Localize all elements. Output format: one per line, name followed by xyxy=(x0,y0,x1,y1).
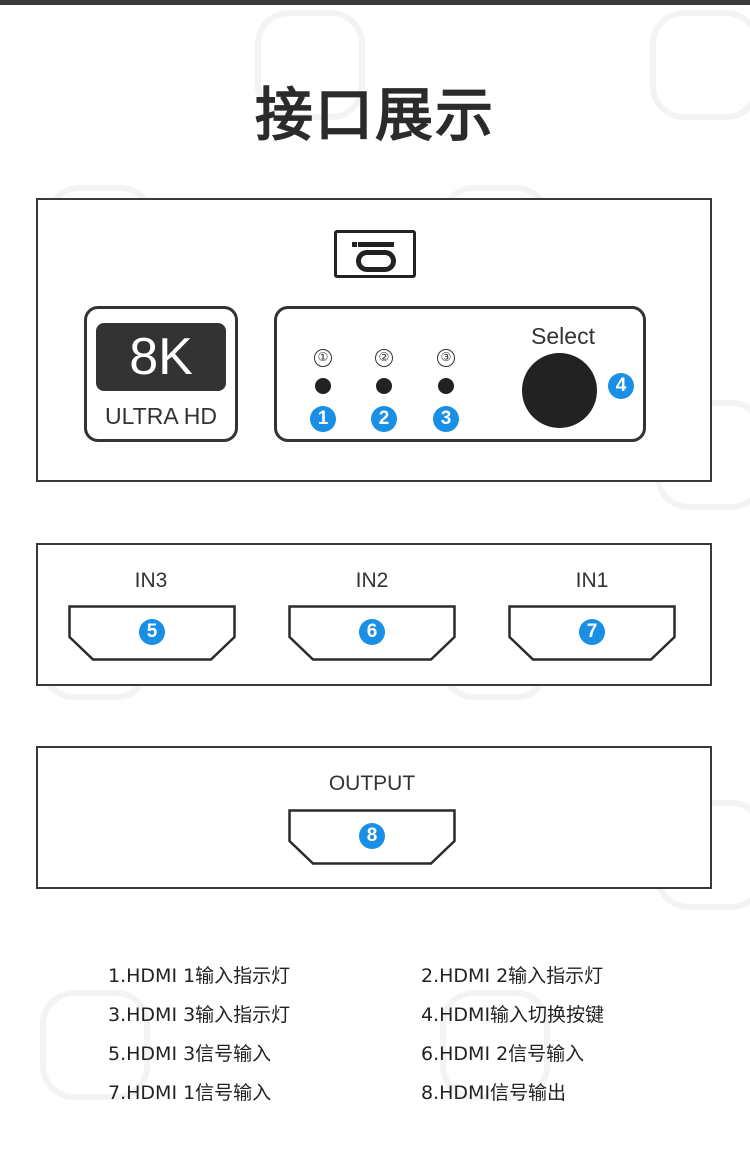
badge-ultra-hd-text: ULTRA HD xyxy=(104,403,218,429)
brand-logo-icon xyxy=(334,230,416,278)
marker-2: 2 xyxy=(371,406,397,432)
8k-ultra-hd-badge: 8K ULTRA HD xyxy=(84,306,238,442)
port-label-in1: IN1 xyxy=(575,569,609,592)
hdmi-port-in3: 5 xyxy=(68,605,236,661)
legend-item: 1.HDMI 1输入指示灯 xyxy=(108,965,291,987)
watermark-logo xyxy=(40,990,150,1100)
led-indicator-1 xyxy=(315,378,331,394)
legend-item: 6.HDMI 2信号输入 xyxy=(421,1043,585,1065)
select-button[interactable] xyxy=(522,353,597,428)
legend-item: 2.HDMI 2输入指示灯 xyxy=(421,965,604,987)
output-panel: OUTPUT 8 xyxy=(36,746,712,889)
hdmi-port-in1: 7 xyxy=(508,605,676,661)
led-indicator-2 xyxy=(376,378,392,394)
marker-4: 4 xyxy=(608,373,634,399)
hdmi-port-output: 8 xyxy=(288,809,456,865)
port-label-in3: IN3 xyxy=(134,569,168,592)
led-2-number: ② xyxy=(375,349,393,367)
led-indicator-3 xyxy=(438,378,454,394)
input-panel: IN3 5 IN2 6 IN1 7 xyxy=(36,543,712,686)
marker-3: 3 xyxy=(433,406,459,432)
watermark-logo xyxy=(440,990,550,1100)
port-label-output: OUTPUT xyxy=(328,772,416,795)
led-3-number: ③ xyxy=(437,349,455,367)
marker-6: 6 xyxy=(359,619,385,645)
front-panel: 8K ULTRA HD ① 1 ② 2 ③ 3 Select 4 xyxy=(36,198,712,482)
legend-item: 4.HDMI输入切换按键 xyxy=(421,1004,605,1026)
marker-1: 1 xyxy=(310,406,336,432)
marker-7: 7 xyxy=(579,619,605,645)
led-1-number: ① xyxy=(314,349,332,367)
legend-item: 7.HDMI 1信号输入 xyxy=(108,1082,272,1104)
top-bar xyxy=(0,0,750,5)
watermark-logo xyxy=(255,10,365,120)
marker-5: 5 xyxy=(139,619,165,645)
port-label-in2: IN2 xyxy=(355,569,389,592)
legend-item: 5.HDMI 3信号输入 xyxy=(108,1043,272,1065)
hdmi-port-in2: 6 xyxy=(288,605,456,661)
watermark-logo xyxy=(650,10,750,120)
page-title: 接口展示 xyxy=(254,81,495,149)
legend-item: 3.HDMI 3输入指示灯 xyxy=(108,1004,291,1026)
marker-8: 8 xyxy=(359,823,385,849)
control-panel: ① 1 ② 2 ③ 3 Select 4 xyxy=(274,306,646,442)
badge-8k-text: 8K xyxy=(96,323,226,391)
legend-item: 8.HDMI信号输出 xyxy=(421,1082,567,1104)
select-label: Select xyxy=(531,323,595,349)
